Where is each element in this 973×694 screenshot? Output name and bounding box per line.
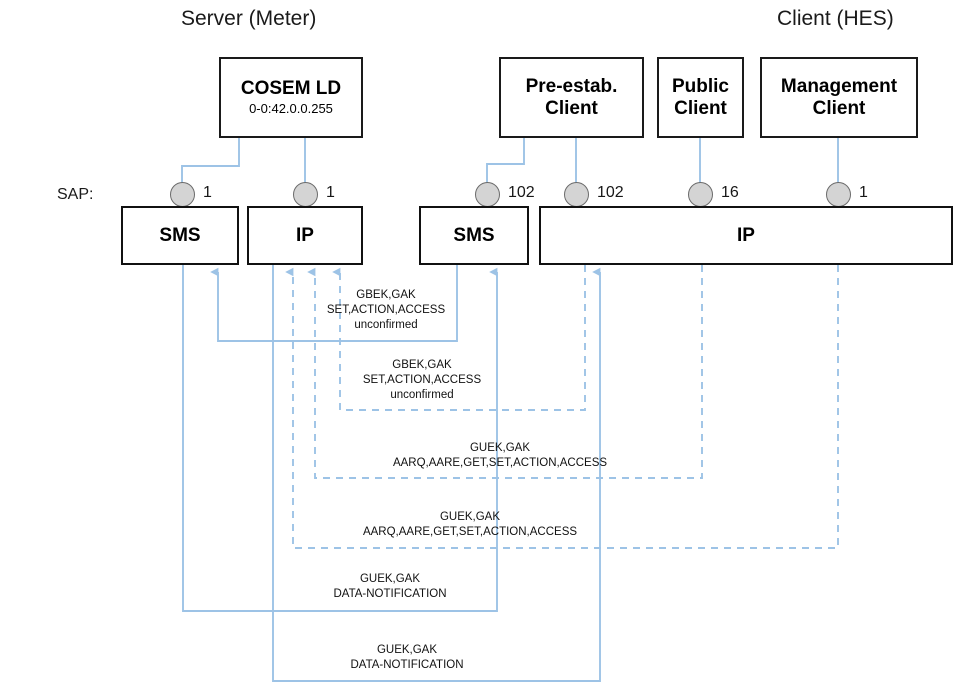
- sap-dot-client-ip-16[interactable]: [688, 182, 713, 207]
- flow-label-guek-aarq-lower-line2: AARQ,AARE,GET,SET,ACTION,ACCESS: [362, 526, 578, 539]
- flow-label-datanotif-lower-line2: DATA-NOTIFICATION: [350, 659, 464, 672]
- flow-label-guek-aarq-upper: GUEK,GAK AARQ,AARE,GET,SET,ACTION,ACCESS: [330, 441, 670, 471]
- flow-label-gbek-sms-line2: SET,ACTION,ACCESS: [326, 304, 446, 317]
- sap-value-server-sms: 1: [203, 184, 212, 201]
- sap-value-client-ip-16: 16: [721, 184, 739, 201]
- flow-path-datanotif-upper: [182, 265, 498, 612]
- flow-path-guek-aarq-upper: [307, 265, 703, 479]
- flow-label-guek-aarq-lower-line1: GUEK,GAK: [439, 511, 501, 523]
- node-management-client-line1: Management: [780, 76, 898, 98]
- flow-label-guek-aarq-upper-line2: AARQ,AARE,GET,SET,ACTION,ACCESS: [392, 457, 608, 470]
- sap-row-label: SAP:: [57, 186, 94, 203]
- flow-label-gbek-ip-line2: SET,ACTION,ACCESS: [362, 374, 482, 387]
- sap-value-server-ip: 1: [326, 184, 335, 201]
- flow-label-datanotif-lower-line1: GUEK,GAK: [376, 644, 438, 656]
- wire-cosemld-to-sms: [181, 138, 240, 190]
- node-public-client-line2: Client: [674, 97, 727, 119]
- group-title-server: Server (Meter): [181, 7, 317, 30]
- node-pre-estab-client-line1: Pre-estab.: [525, 76, 618, 98]
- node-management-client-line2: Client: [812, 97, 866, 119]
- sap-dot-client-ip-102[interactable]: [564, 182, 589, 207]
- node-cosem-ld-title: COSEM LD: [240, 78, 342, 100]
- sap-value-client-sms: 102: [508, 184, 535, 201]
- layer-box-client-sms-label: SMS: [453, 224, 495, 246]
- node-management-client[interactable]: Management Client: [760, 57, 918, 138]
- flow-label-gbek-sms: GBEK,GAK SET,ACTION,ACCESS unconfirmed: [301, 288, 471, 334]
- flow-label-guek-aarq-lower: GUEK,GAK AARQ,AARE,GET,SET,ACTION,ACCESS: [300, 510, 640, 540]
- sap-value-client-ip-1: 1: [859, 184, 868, 201]
- flow-label-gbek-ip-line1: GBEK,GAK: [392, 359, 452, 371]
- node-cosem-ld[interactable]: COSEM LD 0-0:42.0.0.255: [219, 57, 363, 138]
- flow-label-guek-aarq-upper-line1: GUEK,GAK: [469, 442, 531, 454]
- node-public-client[interactable]: Public Client: [657, 57, 744, 138]
- node-cosem-ld-subtitle: 0-0:42.0.0.255: [249, 101, 333, 117]
- flow-path-gbek-ip: [332, 265, 586, 411]
- flow-label-datanotif-upper: GUEK,GAK DATA-NOTIFICATION: [305, 572, 475, 602]
- flow-label-gbek-ip: GBEK,GAK SET,ACTION,ACCESS unconfirmed: [337, 358, 507, 404]
- layer-box-client-ip[interactable]: IP: [539, 206, 953, 265]
- sap-value-client-ip-102: 102: [597, 184, 624, 201]
- sap-dot-client-ip-1[interactable]: [826, 182, 851, 207]
- layer-box-client-sms[interactable]: SMS: [419, 206, 529, 265]
- node-pre-estab-client[interactable]: Pre-estab. Client: [499, 57, 644, 138]
- flow-label-gbek-ip-line3: unconfirmed: [390, 389, 454, 402]
- node-pre-estab-client-line2: Client: [545, 97, 598, 119]
- sap-dot-client-sms[interactable]: [475, 182, 500, 207]
- layer-box-server-sms[interactable]: SMS: [121, 206, 239, 265]
- layer-box-client-ip-label: IP: [737, 224, 755, 246]
- flow-path-datanotif-lower: [272, 265, 601, 682]
- flow-label-datanotif-upper-line1: GUEK,GAK: [359, 573, 421, 585]
- flow-label-datanotif-lower: GUEK,GAK DATA-NOTIFICATION: [322, 643, 492, 673]
- sap-dot-server-sms[interactable]: [170, 182, 195, 207]
- wire-preestab-to-sms: [486, 138, 525, 190]
- flow-label-gbek-sms-line3: unconfirmed: [354, 319, 418, 332]
- layer-box-server-ip-label: IP: [296, 224, 314, 246]
- flow-path-gbek-sms: [210, 265, 458, 342]
- node-public-client-line1: Public: [671, 76, 729, 98]
- group-title-client: Client (HES): [777, 7, 894, 30]
- flow-label-datanotif-upper-line2: DATA-NOTIFICATION: [333, 588, 447, 601]
- layer-box-server-sms-label: SMS: [159, 224, 201, 246]
- sap-dot-server-ip[interactable]: [293, 182, 318, 207]
- flow-path-guek-aarq-lower: [285, 265, 839, 549]
- layer-box-server-ip[interactable]: IP: [247, 206, 363, 265]
- flow-label-gbek-sms-line1: GBEK,GAK: [356, 289, 416, 301]
